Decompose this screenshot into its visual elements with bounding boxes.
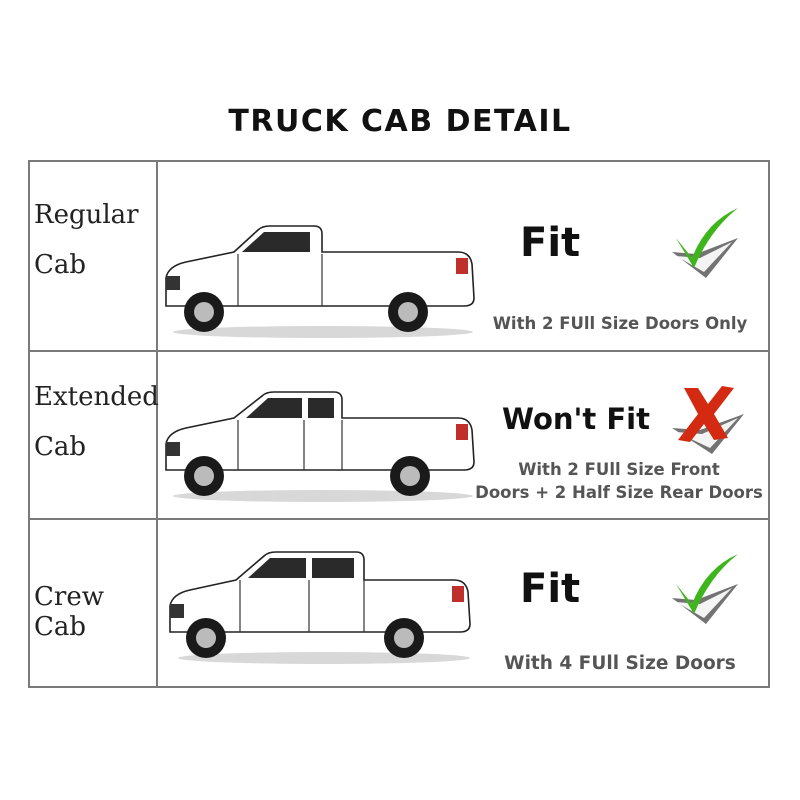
verdict-text: Won't Fit <box>502 402 650 436</box>
cab-label-line1: Regular <box>34 200 139 230</box>
caption: With 4 FUll Size Doors <box>470 652 770 675</box>
cab-label: Regular Cab <box>34 190 154 290</box>
crew-cab-truck-image <box>169 551 471 664</box>
verdict-text: Fit <box>520 566 581 612</box>
caption: With 2 FUll Size Doors Only <box>470 312 770 335</box>
caption-line2: Doors + 2 Half Size Rear Doors <box>475 483 763 502</box>
cab-label-line1: Extended <box>34 382 159 412</box>
regular-cab-truck-image <box>165 225 475 338</box>
verdict-text: Fit <box>520 220 581 266</box>
row-separator <box>30 518 768 520</box>
page-title: TRUCK CAB DETAIL <box>228 104 572 139</box>
caption-line1: With 4 FUll Size Doors <box>504 653 736 674</box>
cab-label-line2: Cab <box>34 432 87 462</box>
check-icon <box>672 554 738 624</box>
check-icon <box>672 208 738 278</box>
cab-label: Crew Cab <box>34 582 154 642</box>
caption: With 2 FUll Size Front Doors + 2 Half Si… <box>468 458 770 504</box>
column-divider <box>156 162 158 686</box>
row-extended-cab: Extended Cab Won't Fit With 2 FUll Size … <box>30 352 768 518</box>
x-icon <box>672 386 744 454</box>
extended-cab-truck-image <box>165 391 475 502</box>
cab-label-line2: Cab <box>34 250 87 280</box>
cab-label-line1: Crew Cab <box>34 582 104 642</box>
row-crew-cab: Crew Cab Fit With 4 FUll Size Doors <box>30 520 768 686</box>
cab-label: Extended Cab <box>34 372 159 472</box>
caption-line1: With 2 FUll Size Doors Only <box>492 314 748 333</box>
caption-line1: With 2 FUll Size Front <box>518 460 720 479</box>
row-regular-cab: Regular Cab Fit With 2 FUll Size Doors O… <box>30 162 768 350</box>
row-separator <box>30 350 768 352</box>
cab-comparison-table: Regular Cab Fit With 2 FUll Size Doors O… <box>28 160 770 688</box>
